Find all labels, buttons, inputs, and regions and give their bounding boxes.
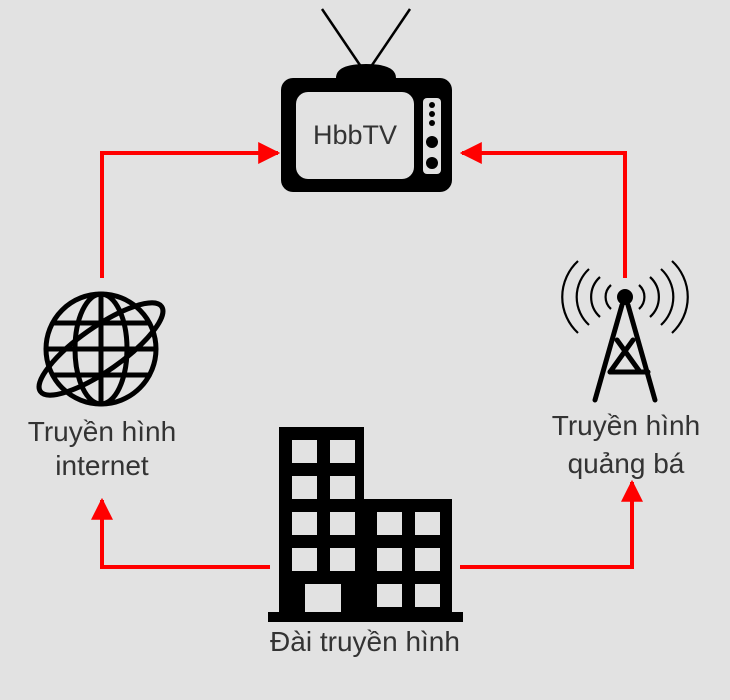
globe-icon bbox=[36, 291, 166, 407]
tv-label: HbbTV bbox=[312, 120, 398, 150]
antenna-tower-icon bbox=[561, 260, 689, 403]
office-building-icon bbox=[268, 427, 463, 622]
broadcast-label-line1: Truyền hình bbox=[551, 410, 701, 441]
television-icon bbox=[281, 8, 452, 192]
internet-label-line1: Truyền hình bbox=[27, 416, 177, 447]
edge-broadcast-to-tv bbox=[459, 142, 627, 278]
edge-station-to-broadcast bbox=[460, 479, 643, 569]
station-label: Đài truyền hình bbox=[270, 626, 460, 657]
broadcast-label-line2: quảng bá bbox=[567, 448, 685, 479]
edge-station-to-internet bbox=[91, 497, 270, 569]
edge-internet-to-tv bbox=[100, 142, 281, 278]
internet-label-line2: internet bbox=[55, 450, 149, 481]
